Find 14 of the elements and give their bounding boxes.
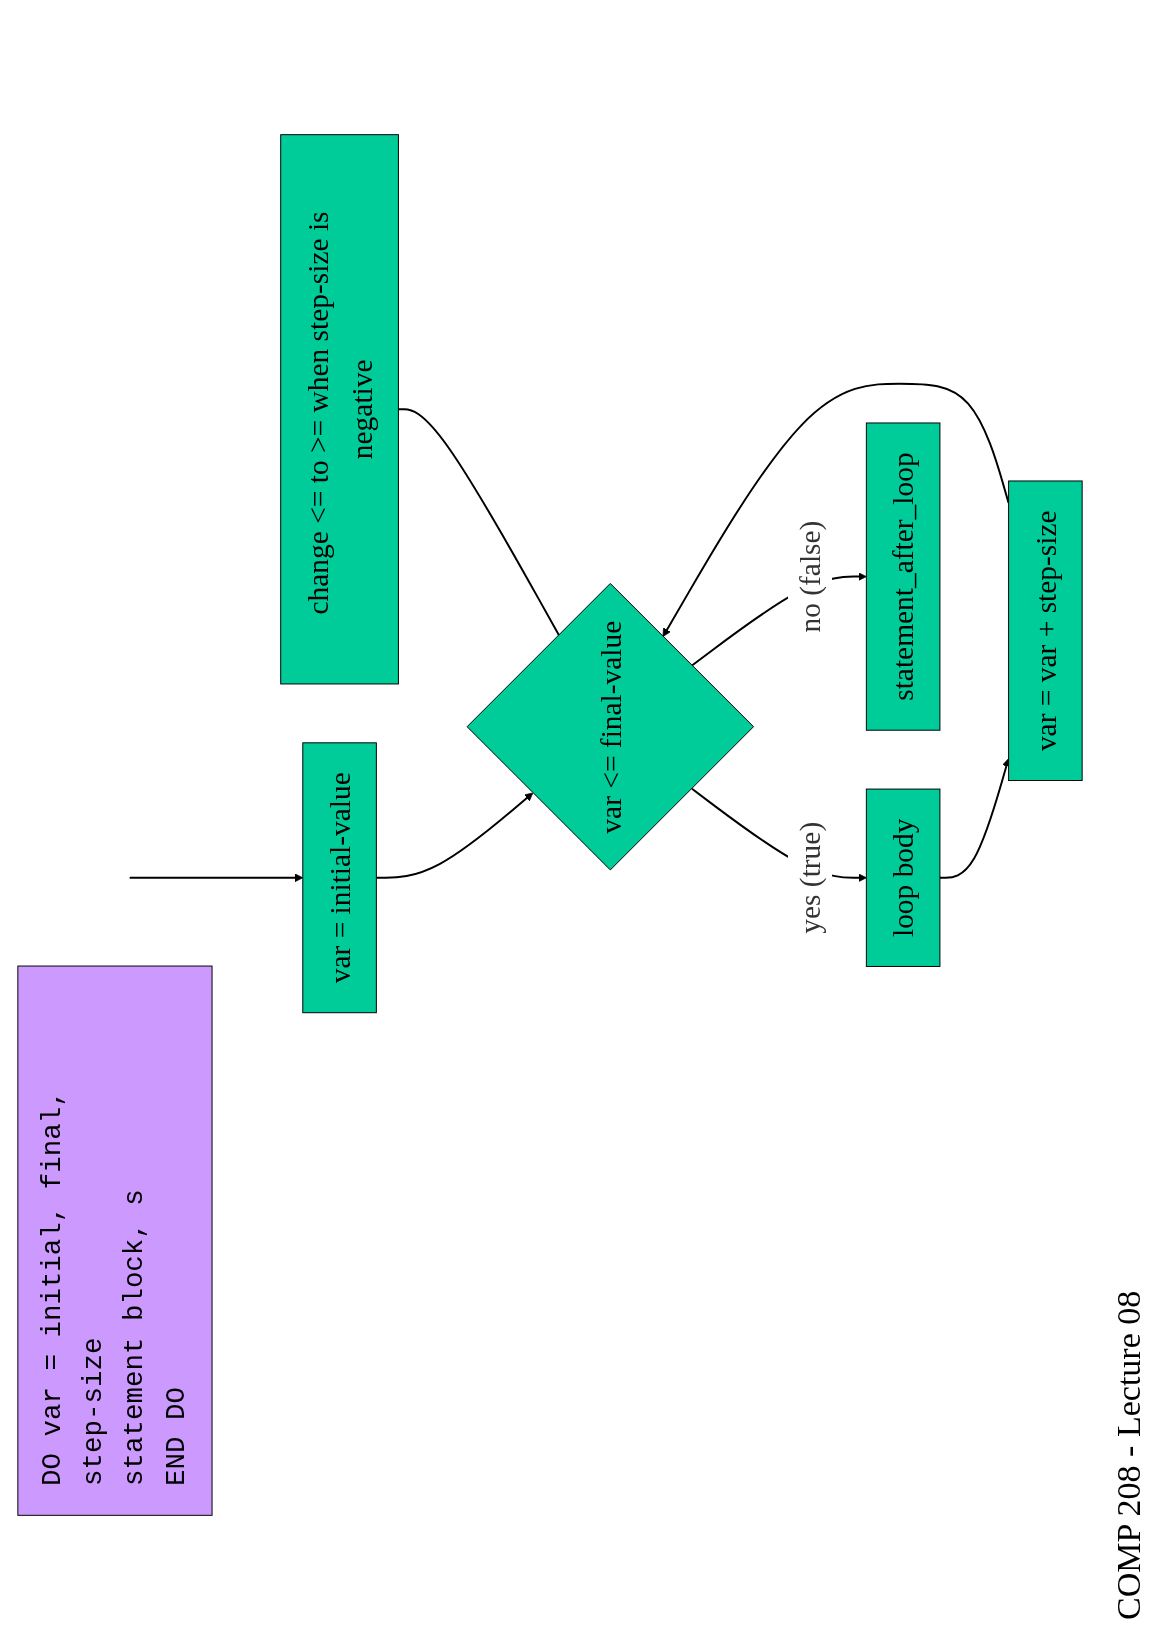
edge-label: yes (true) xyxy=(793,821,827,934)
arrow xyxy=(128,873,304,883)
node-box: var = var + step-size xyxy=(1008,480,1083,781)
connector xyxy=(397,408,560,637)
arrow xyxy=(375,792,534,879)
footer-text: COMP 208 - Lecture 08 xyxy=(1110,1290,1147,1620)
node-diamond: var <= final-value xyxy=(466,582,755,871)
node-box: loop body xyxy=(865,788,941,967)
arrow xyxy=(662,382,1010,637)
node-box: DO var = initial, final, step-size statement block, s END DO xyxy=(17,965,213,1516)
node-box: change <= to >= when step-size is negative xyxy=(280,134,399,685)
edge-label: no (false) xyxy=(793,520,827,633)
node-box: var = initial-value xyxy=(302,742,377,1014)
node-box: statement_after_loop xyxy=(865,422,941,731)
